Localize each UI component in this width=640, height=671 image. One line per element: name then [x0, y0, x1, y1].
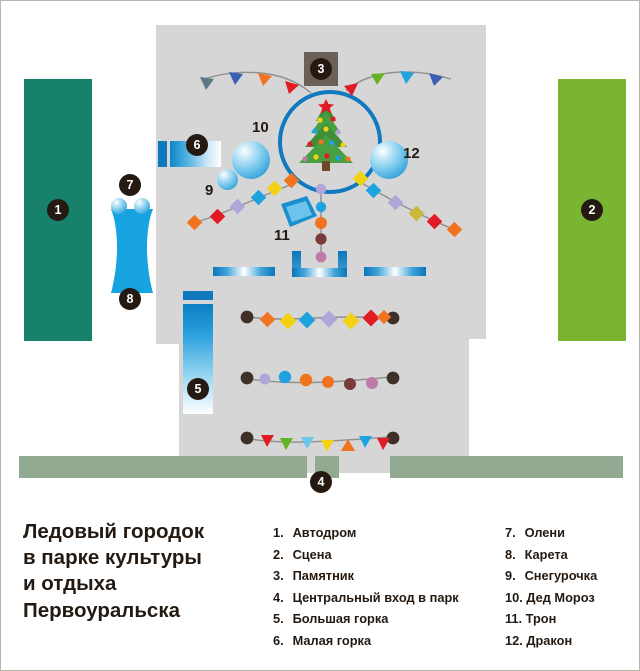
- title-line-3: и отдыха: [23, 572, 117, 596]
- marker-3-monument[interactable]: 3: [310, 58, 332, 80]
- legend-panel: Ледовый городок в парке культуры и отдых…: [1, 501, 639, 670]
- road-right: [390, 456, 623, 478]
- label-tron: 11: [274, 227, 290, 244]
- legend-item-4: 4. Центральный вход в парк: [273, 590, 459, 605]
- legend-column-left: 1. Автодром 2. Сцена 3. Памятник 4. Цент…: [273, 525, 459, 655]
- legend-item-3: 3. Памятник: [273, 568, 459, 583]
- legend-item-6: 6. Малая горка: [273, 633, 459, 648]
- legend-item-2: 2. Сцена: [273, 547, 459, 562]
- label-drakon: 12: [403, 145, 420, 162]
- marker-2-stage[interactable]: 2: [581, 199, 603, 221]
- legend-column-right: 7. Олени 8. Карета 9. Снегурочка 10. Дед…: [505, 525, 597, 655]
- reindeer-sphere-right[interactable]: [134, 198, 150, 214]
- legend-num-10: 10.: [505, 589, 523, 605]
- legend-num-12: 12.: [505, 632, 523, 648]
- legend-label-7: Олени: [524, 525, 566, 540]
- marker-7-reindeer[interactable]: 7: [119, 174, 141, 196]
- legend-num-11: 11.: [505, 611, 523, 627]
- big-slide-cap: [183, 291, 213, 300]
- legend-label-11: Трон: [525, 611, 557, 627]
- legend-num-3: 3.: [273, 568, 284, 584]
- marker-6-small-slide[interactable]: 6: [186, 134, 208, 156]
- legend-num-2: 2.: [273, 546, 284, 562]
- bench-center-u: [292, 251, 347, 277]
- small-slide-cap: [158, 141, 167, 167]
- legend-label-9: Снегурочка: [524, 568, 598, 584]
- legend-label-8: Карета: [524, 546, 568, 562]
- legend-item-9: 9. Снегурочка: [505, 568, 597, 583]
- marker-4-entrance[interactable]: 4: [310, 471, 332, 493]
- legend-label-3: Памятник: [292, 568, 355, 584]
- christmas-tree-icon: [299, 99, 353, 171]
- label-ded-moroz: 10: [252, 119, 269, 136]
- legend-num-1: 1.: [273, 525, 284, 540]
- legend-item-1: 1. Автодром: [273, 525, 459, 540]
- legend-item-11: 11. Трон: [505, 611, 597, 626]
- road-left: [19, 456, 307, 478]
- legend-num-4: 4.: [273, 589, 284, 605]
- legend-num-8: 8.: [505, 546, 516, 562]
- label-snegurochka: 9: [205, 182, 214, 199]
- snegurochka-sphere[interactable]: [217, 169, 238, 190]
- bench-left: [213, 267, 275, 276]
- dragon-sphere[interactable]: [370, 141, 408, 179]
- title-line-2: в парке культуры: [23, 546, 202, 570]
- legend-item-12: 12. Дракон: [505, 633, 597, 648]
- legend-item-10: 10. Дед Мороз: [505, 590, 597, 605]
- marker-8-carriage[interactable]: 8: [119, 288, 141, 310]
- legend-item-7: 7. Олени: [505, 525, 597, 540]
- legend-num-9: 9.: [505, 568, 516, 584]
- legend-item-8: 8. Карета: [505, 547, 597, 562]
- legend-num-6: 6.: [273, 632, 284, 648]
- marker-1-autodrom[interactable]: 1: [47, 199, 69, 221]
- marker-5-big-slide[interactable]: 5: [187, 378, 209, 400]
- poster-title: Ледовый городок в парке культуры и отдых…: [23, 519, 263, 624]
- carriage-shape[interactable]: [105, 207, 165, 307]
- legend-item-5: 5. Большая горка: [273, 611, 459, 626]
- legend-label-6: Малая горка: [292, 632, 372, 648]
- title-line-4: Первоуральска: [23, 598, 180, 622]
- legend-label-12: Дракон: [526, 632, 573, 648]
- legend-label-1: Автодром: [292, 525, 357, 540]
- legend-num-5: 5.: [273, 611, 284, 627]
- ded-moroz-sphere[interactable]: [232, 141, 270, 179]
- bench-right: [364, 267, 426, 276]
- legend-label-4: Центральный вход в парк: [292, 589, 459, 605]
- legend-label-2: Сцена: [292, 546, 332, 562]
- reindeer-sphere-left[interactable]: [111, 198, 127, 214]
- legend-num-7: 7.: [505, 525, 516, 540]
- park-map: 9 10 11 12 1 2 3 4 5 6 7 8: [1, 1, 639, 501]
- legend-label-5: Большая горка: [292, 611, 389, 627]
- title-line-1: Ледовый городок: [23, 520, 205, 543]
- legend-label-10: Дед Мороз: [526, 589, 595, 605]
